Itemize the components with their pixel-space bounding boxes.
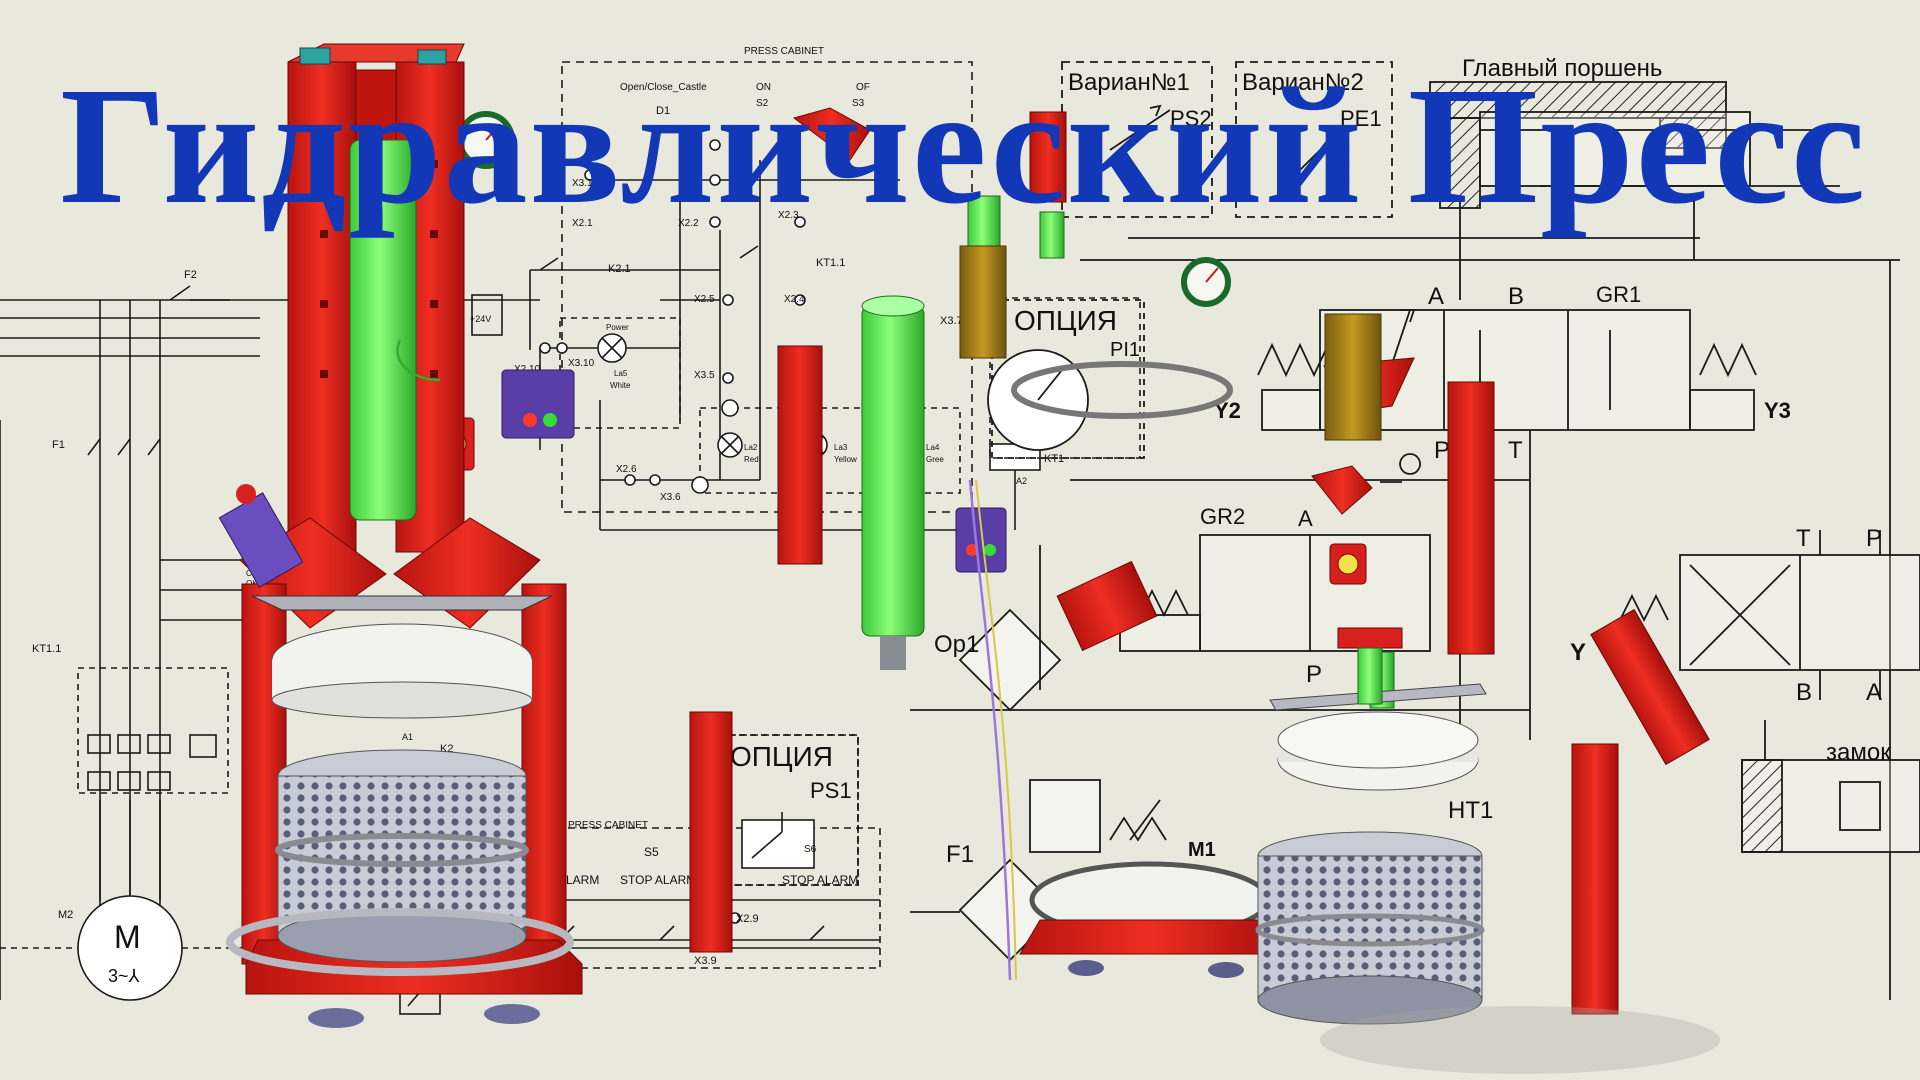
la3-label: La3 <box>834 443 848 452</box>
of-label: OF <box>856 82 870 93</box>
x2-1-label: X2.1 <box>572 218 593 229</box>
s3-label: S3 <box>852 98 865 109</box>
y-label: Y <box>1570 639 1586 666</box>
port-p-label: P <box>1434 437 1450 464</box>
stop-alarm2-label: STOP ALARM <box>782 873 858 887</box>
stop-alarm-label: STOP ALARM <box>620 873 696 887</box>
kt1-1-label: KT1.1 <box>816 257 845 269</box>
x3-9-label: X3.9 <box>694 955 717 967</box>
red-label: Red <box>744 455 759 464</box>
port-p3-label: P <box>1306 661 1322 688</box>
main-press <box>218 43 583 1028</box>
hydraulic-schematic <box>727 61 1920 1000</box>
power-label: Power <box>606 323 629 332</box>
s4-alarm-label: ALARM <box>558 873 599 887</box>
m2-label: M2 <box>58 909 73 921</box>
hose-lines <box>396 339 1017 981</box>
port-b2-label: B <box>1796 679 1812 706</box>
op1-label: Op1 <box>934 631 979 658</box>
port-b-label: B <box>1508 283 1524 310</box>
x3-10-label: X3.10 <box>568 358 595 369</box>
port-a3-label: A <box>1866 679 1882 706</box>
main-cylinder <box>349 139 417 521</box>
option-bottom-label: ОПЦИЯ <box>730 741 833 772</box>
x2-2-label: X2.2 <box>678 218 699 229</box>
kt1-1-left-label: KT1.1 <box>32 643 61 655</box>
kt1-label: KT1 <box>1044 453 1064 465</box>
loose-cylinders <box>861 195 1395 709</box>
ps2-label: PS2 <box>1170 106 1212 131</box>
on-label: ON <box>756 82 771 93</box>
loose-red-beams <box>689 107 1710 1015</box>
variant2-label: Вариан№2 <box>1242 69 1364 96</box>
m1-label: M1 <box>1188 839 1216 861</box>
motor-phase-label: 3~⅄ <box>108 966 141 986</box>
yellow-label: Yellow <box>834 455 857 464</box>
gr2-label: GR2 <box>1200 504 1245 529</box>
press-cabinet-bottom-label: PRESS CABINET <box>568 820 648 831</box>
f1-label: F1 <box>52 439 65 451</box>
exploded-press-parts <box>1011 361 1720 1074</box>
pi1-label: PI1 <box>1110 339 1140 361</box>
green-label: Gree <box>926 455 944 464</box>
port-a-label: A <box>1428 283 1444 310</box>
variant1-label: Вариан№1 <box>1068 69 1190 96</box>
option-top-label: ОПЦИЯ <box>1014 305 1117 336</box>
plus24v-label: +24V <box>470 314 491 324</box>
main-piston-label: Главный поршень <box>1462 55 1662 82</box>
white-label: White <box>610 381 631 390</box>
ht1-label: HT1 <box>1448 797 1493 824</box>
k2-1-label: K2.1 <box>608 263 631 275</box>
la4-label: La4 <box>926 443 940 452</box>
page-title: Гидравлический Пресс <box>60 53 1868 239</box>
port-a2-label: A <box>1298 506 1313 531</box>
press-cabinet-label: PRESS CABINET <box>744 46 824 57</box>
x3-7-label: X3.7 <box>940 315 963 327</box>
d1-label: D1 <box>656 105 670 117</box>
filter-op1 <box>958 608 1062 712</box>
x3-1-label: X3.1 <box>572 178 593 189</box>
la2-label: La2 <box>744 443 758 452</box>
la5-label: La5 <box>614 369 628 378</box>
port-t2-label: T <box>1796 525 1811 552</box>
motor-m-label: M <box>114 919 141 955</box>
a2-label: A2 <box>1016 476 1027 486</box>
lock-label: замок <box>1826 739 1891 766</box>
hydraulic-labels: Вариан№1 Вариан№2 Главный поршень PS2 PE… <box>730 55 1891 868</box>
pe1-label: PE1 <box>1340 106 1382 131</box>
x2-4-label: X2.4 <box>784 294 805 305</box>
open-close-label: Open/Close_Castle <box>620 82 707 93</box>
s6-label: S6 <box>804 844 817 855</box>
s2-label: S2 <box>756 98 769 109</box>
port-t-label: T <box>1508 437 1523 464</box>
x2-9-label: X2.9 <box>736 913 759 925</box>
ps1-label: PS1 <box>810 778 852 803</box>
x2-5-label: X2.5 <box>694 294 715 305</box>
port-p2-label: P <box>1866 525 1882 552</box>
f2-label: F2 <box>184 269 197 281</box>
x2-3-label: X2.3 <box>778 210 799 221</box>
y3-label: Y3 <box>1764 398 1791 423</box>
s5-label: S5 <box>644 845 659 859</box>
x2-6-label: X2.6 <box>616 464 637 475</box>
a1-label: A1 <box>402 732 413 742</box>
f1-filter-label: F1 <box>946 841 974 868</box>
x3-5-label: X3.5 <box>694 370 715 381</box>
x3-6-label: X3.6 <box>660 492 681 503</box>
gr1-label: GR1 <box>1596 282 1641 307</box>
